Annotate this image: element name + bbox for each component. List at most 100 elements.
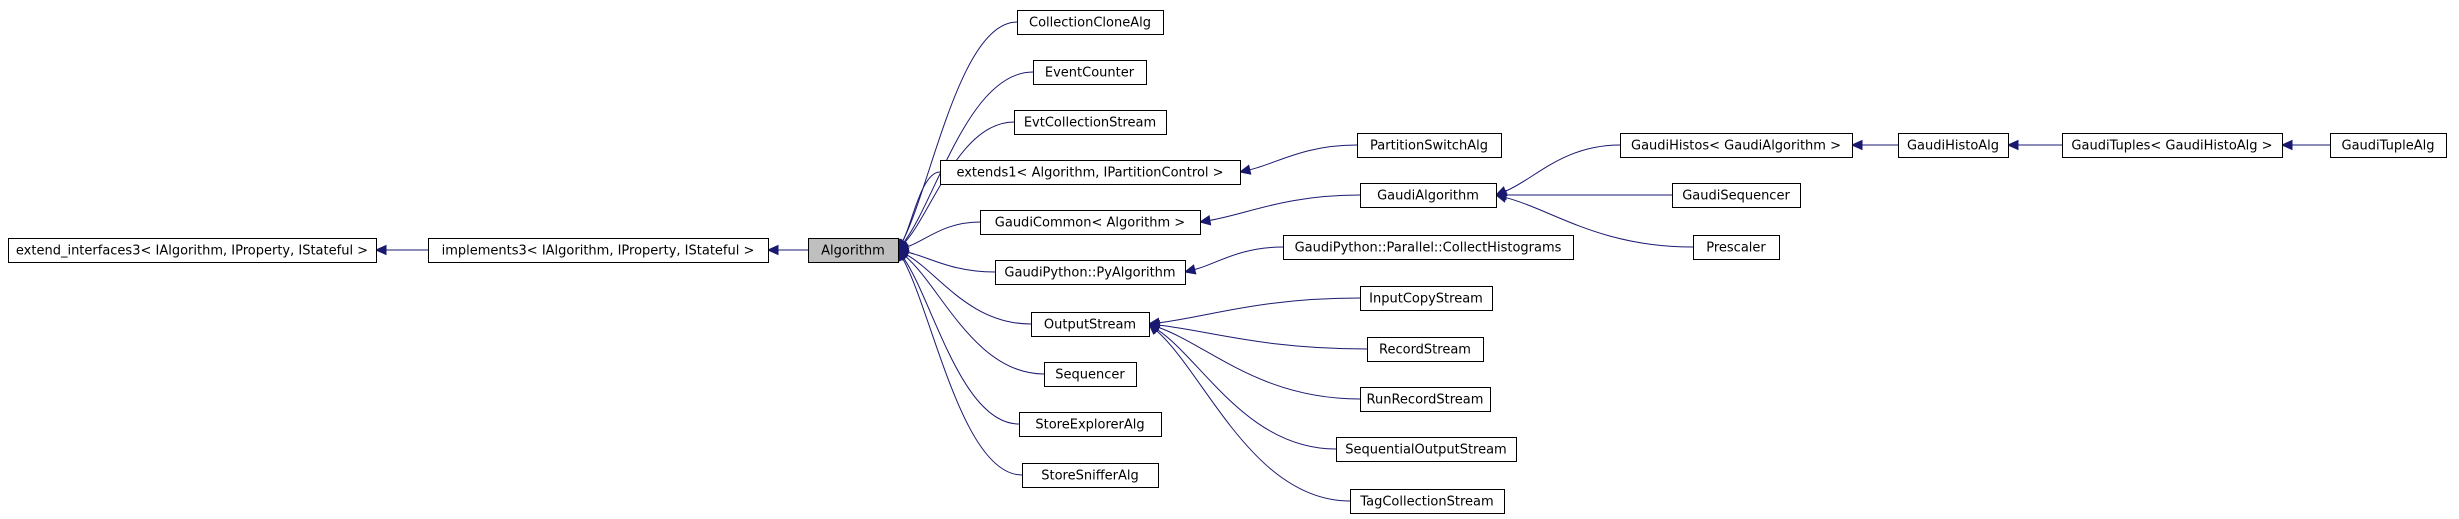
class-node-box-output-stream bbox=[1031, 312, 1150, 337]
class-node-extends1[interactable]: extends1< Algorithm, IPartitionControl > bbox=[940, 160, 1241, 185]
class-node-evt-collection-stream[interactable]: EvtCollectionStream bbox=[1014, 110, 1167, 135]
edge-gaudi-common-to-algorithm bbox=[907, 221, 981, 248]
class-node-gaudi-tuple-alg[interactable]: GaudiTupleAlg bbox=[2330, 133, 2447, 158]
class-node-box-prescaler bbox=[1693, 235, 1780, 260]
class-node-box-gaudi-sequencer bbox=[1672, 183, 1801, 208]
class-node-box-input-copy-stream bbox=[1360, 286, 1493, 311]
class-node-prescaler[interactable]: Prescaler bbox=[1693, 235, 1780, 260]
class-node-label-collection-clone-alg: CollectionCloneAlg bbox=[1029, 16, 1151, 31]
class-node-partition-switch-alg[interactable]: PartitionSwitchAlg bbox=[1357, 133, 1502, 158]
class-node-label-sequential-output-stream: SequentialOutputStream bbox=[1345, 443, 1506, 458]
class-node-box-event-counter bbox=[1033, 60, 1147, 85]
arrowhead-tag-collection-stream-to-output-stream bbox=[1148, 323, 1161, 335]
class-node-label-store-explorer-alg: StoreExplorerAlg bbox=[1035, 418, 1144, 433]
class-node-tag-collection-stream[interactable]: TagCollectionStream bbox=[1350, 489, 1505, 514]
class-node-label-tag-collection-stream: TagCollectionStream bbox=[1359, 495, 1493, 510]
edge-tag-collection-stream-to-output-stream bbox=[1156, 330, 1351, 502]
class-node-gaudi-histo-alg[interactable]: GaudiHistoAlg bbox=[1898, 133, 2009, 158]
edge-collection-clone-alg-to-algorithm bbox=[902, 21, 1018, 242]
class-node-box-collection-clone-alg bbox=[1017, 10, 1164, 35]
arrowhead-gaudi-tuple-alg-to-gaudi-tuples bbox=[2280, 139, 2293, 151]
class-node-box-store-explorer-alg bbox=[1019, 412, 1162, 437]
arrowhead-gaudi-algorithm-to-gaudi-common bbox=[1198, 215, 1212, 226]
class-node-box-sequencer bbox=[1044, 362, 1137, 387]
class-node-algorithm[interactable]: Algorithm bbox=[808, 238, 899, 263]
class-node-input-copy-stream[interactable]: InputCopyStream bbox=[1360, 286, 1493, 311]
class-node-box-tag-collection-stream bbox=[1350, 489, 1505, 514]
class-node-box-gaudi-histo-alg bbox=[1898, 133, 2009, 158]
class-node-box-record-stream bbox=[1367, 337, 1484, 362]
class-node-sequential-output-stream[interactable]: SequentialOutputStream bbox=[1336, 437, 1517, 462]
edge-sequential-output-stream-to-output-stream bbox=[1157, 329, 1337, 450]
arrowhead-implements3-to-extend_interfaces3 bbox=[374, 244, 387, 256]
class-node-collection-clone-alg[interactable]: CollectionCloneAlg bbox=[1017, 10, 1164, 35]
edge-input-copy-stream-to-output-stream bbox=[1158, 297, 1361, 324]
class-node-label-gaudi-histo-alg: GaudiHistoAlg bbox=[1907, 139, 1999, 154]
class-node-collect-histograms[interactable]: GaudiPython::Parallel::CollectHistograms bbox=[1283, 235, 1574, 260]
edge-gaudi-python-pyalgorithm-to-algorithm bbox=[907, 251, 996, 273]
edge-prescaler-to-gaudi-algorithm bbox=[1505, 197, 1694, 248]
class-node-store-explorer-alg[interactable]: StoreExplorerAlg bbox=[1019, 412, 1162, 437]
class-node-extend_interfaces3[interactable]: extend_interfaces3< IAlgorithm, IPropert… bbox=[8, 238, 377, 263]
edge-store-explorer-alg-to-algorithm bbox=[903, 257, 1020, 425]
class-node-label-run-record-stream: RunRecordStream bbox=[1367, 393, 1484, 408]
class-node-box-sequential-output-stream bbox=[1336, 437, 1517, 462]
class-node-box-gaudi-histos bbox=[1620, 133, 1853, 158]
class-node-label-gaudi-tuples: GaudiTuples< GaudiHistoAlg > bbox=[2071, 139, 2272, 154]
class-node-label-store-sniffer-alg: StoreSnifferAlg bbox=[1041, 469, 1139, 484]
class-node-label-algorithm: Algorithm bbox=[821, 244, 885, 259]
class-node-label-gaudi-python-pyalgorithm: GaudiPython::PyAlgorithm bbox=[1004, 266, 1175, 281]
class-node-label-partition-switch-alg: PartitionSwitchAlg bbox=[1370, 139, 1488, 154]
class-node-label-collect-histograms: GaudiPython::Parallel::CollectHistograms bbox=[1295, 241, 1562, 256]
class-node-label-gaudi-sequencer: GaudiSequencer bbox=[1682, 189, 1790, 204]
class-node-gaudi-sequencer[interactable]: GaudiSequencer bbox=[1672, 183, 1801, 208]
arrowhead-gaudi-histo-alg-to-gaudi-histos bbox=[1850, 139, 1863, 151]
class-node-gaudi-common[interactable]: GaudiCommon< Algorithm > bbox=[980, 210, 1201, 235]
class-node-box-partition-switch-alg bbox=[1357, 133, 1502, 158]
class-node-box-gaudi-tuple-alg bbox=[2330, 133, 2447, 158]
class-node-label-sequencer: Sequencer bbox=[1055, 368, 1125, 383]
class-node-box-gaudi-python-pyalgorithm bbox=[995, 260, 1186, 285]
edge-event-counter-to-algorithm bbox=[903, 71, 1034, 243]
edge-sequencer-to-algorithm bbox=[905, 256, 1045, 375]
class-node-label-extend_interfaces3: extend_interfaces3< IAlgorithm, IPropert… bbox=[16, 244, 368, 259]
class-node-label-output-stream: OutputStream bbox=[1044, 318, 1136, 333]
class-node-box-collect-histograms bbox=[1283, 235, 1574, 260]
edge-record-stream-to-output-stream bbox=[1158, 324, 1368, 350]
class-node-record-stream[interactable]: RecordStream bbox=[1367, 337, 1484, 362]
edge-gaudi-histos-to-gaudi-algorithm bbox=[1505, 144, 1621, 192]
class-node-run-record-stream[interactable]: RunRecordStream bbox=[1360, 387, 1491, 412]
edge-store-sniffer-alg-to-algorithm bbox=[902, 258, 1023, 476]
class-node-label-extends1: extends1< Algorithm, IPartitionControl > bbox=[956, 166, 1223, 181]
class-node-box-gaudi-common bbox=[980, 210, 1201, 235]
class-node-label-gaudi-common: GaudiCommon< Algorithm > bbox=[995, 216, 1185, 231]
edge-partition-switch-alg-to-extends1 bbox=[1249, 144, 1358, 171]
class-node-gaudi-tuples[interactable]: GaudiTuples< GaudiHistoAlg > bbox=[2062, 133, 2283, 158]
edge-extends1-to-algorithm bbox=[902, 171, 941, 242]
edge-gaudi-algorithm-to-gaudi-common bbox=[1209, 194, 1361, 221]
class-node-output-stream[interactable]: OutputStream bbox=[1031, 312, 1150, 337]
arrowhead-prescaler-to-gaudi-algorithm bbox=[1494, 192, 1508, 203]
edge-run-record-stream-to-output-stream bbox=[1158, 326, 1361, 400]
class-node-implements3[interactable]: implements3< IAlgorithm, IProperty, ISta… bbox=[428, 238, 769, 263]
class-node-gaudi-histos[interactable]: GaudiHistos< GaudiAlgorithm > bbox=[1620, 133, 1853, 158]
class-node-label-prescaler: Prescaler bbox=[1706, 241, 1766, 256]
edge-output-stream-to-algorithm bbox=[906, 254, 1032, 325]
class-node-box-algorithm bbox=[808, 238, 899, 263]
class-node-gaudi-algorithm[interactable]: GaudiAlgorithm bbox=[1360, 183, 1497, 208]
class-node-label-evt-collection-stream: EvtCollectionStream bbox=[1024, 116, 1156, 131]
class-node-sequencer[interactable]: Sequencer bbox=[1044, 362, 1137, 387]
class-node-label-gaudi-algorithm: GaudiAlgorithm bbox=[1377, 189, 1479, 204]
arrowhead-gaudi-tuples-to-gaudi-histo-alg bbox=[2006, 139, 2019, 151]
nodes-layer: extend_interfaces3< IAlgorithm, IPropert… bbox=[8, 10, 2447, 514]
arrowhead-algorithm-to-implements3 bbox=[766, 244, 779, 256]
class-node-gaudi-python-pyalgorithm[interactable]: GaudiPython::PyAlgorithm bbox=[995, 260, 1186, 285]
class-node-store-sniffer-alg[interactable]: StoreSnifferAlg bbox=[1022, 463, 1159, 488]
class-node-label-event-counter: EventCounter bbox=[1045, 66, 1135, 81]
class-node-event-counter[interactable]: EventCounter bbox=[1033, 60, 1147, 85]
class-node-box-implements3 bbox=[428, 238, 769, 263]
class-node-box-extends1 bbox=[940, 160, 1241, 185]
class-node-label-implements3: implements3< IAlgorithm, IProperty, ISta… bbox=[442, 244, 755, 259]
class-node-label-gaudi-tuple-alg: GaudiTupleAlg bbox=[2342, 139, 2435, 154]
